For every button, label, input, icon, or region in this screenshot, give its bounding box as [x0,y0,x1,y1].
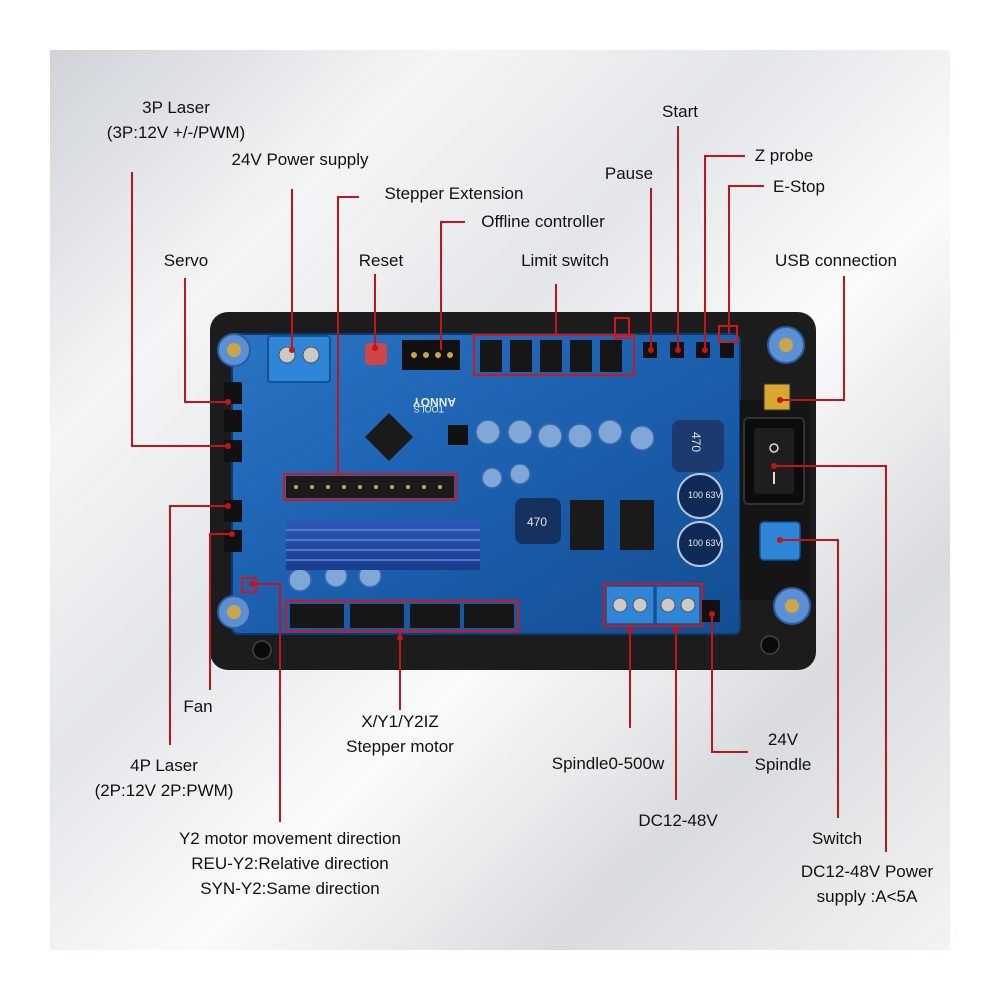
label-dc-12-48v: DC12-48V [638,811,718,830]
bulk-capacitor-2: 100 63V [677,521,723,567]
label-fan: Fan [183,697,212,716]
reset-button-part [365,343,387,365]
label-3p-laser-line1: 3P Laser [142,98,210,117]
heatsink [286,520,480,570]
svg-text:100 63V: 100 63V [688,538,722,548]
label-y2-direction-line3: SYN-Y2:Same direction [200,879,380,898]
inductor-mid-label: 470 [527,515,547,529]
power-switch-part [743,417,805,505]
label-4p-laser-line2: (2P:12V 2P:PWM) [95,781,234,800]
stepper-extension-headers [286,476,454,498]
label-y2-direction-line1: Y2 motor movement direction [179,829,401,848]
inductor-mid [515,498,561,544]
limit-switch-connectors [480,340,622,372]
dc-input-terminal [655,585,701,625]
labels: 3P Laser (3P:12V +/-/PWM) 24V Power supp… [95,98,934,906]
label-dc-power-line2: supply :A<5A [817,887,918,906]
leader-lines [131,126,887,852]
controller-board: ANNOY TOOLS 470 100 63V 100 63V 470 [210,312,816,670]
brand-logo-1: ANNOY [413,395,456,409]
label-start: Start [662,102,698,121]
label-reset: Reset [359,251,404,270]
label-servo: Servo [164,251,208,270]
label-stepper-motor-line2: Stepper motor [346,737,454,756]
label-switch: Switch [812,829,862,848]
brand-logo-2: TOOLS [414,404,444,414]
stepper-motor-connectors [290,604,514,628]
inductor-top [672,420,724,472]
label-stepper-motor-line1: X/Y1/Y2IZ [361,712,438,731]
label-offline-controller: Offline controller [481,212,605,231]
label-24v-spindle-line1: 24V [768,730,799,749]
mcu-chip [364,412,414,462]
label-y2-direction-line2: REU-Y2:Relative direction [191,854,388,873]
label-dc-power-line1: DC12-48V Power [801,862,934,881]
label-3p-laser-line2: (3P:12V +/-/PWM) [107,123,245,142]
label-pause: Pause [605,164,653,183]
label-24v-spindle-line2: Spindle [755,755,812,774]
limit-switch-highlight [473,334,635,376]
label-usb-connection: USB connection [775,251,897,270]
spindle-terminal [605,585,655,625]
label-limit-switch: Limit switch [521,251,609,270]
label-e-stop: E-Stop [773,177,825,196]
label-24v-power-supply: 24V Power supply [231,150,369,169]
label-4p-laser-line1: 4P Laser [130,756,198,775]
svg-text:100 63V: 100 63V [688,490,722,500]
label-stepper-extension: Stepper Extension [385,184,524,203]
spindle-24v-connector [702,600,720,622]
inductor-top-label: 470 [689,432,703,452]
label-spindle-500w: Spindle0-500w [552,754,665,773]
label-z-probe: Z probe [755,146,814,165]
stepper-motor-highlight [285,600,519,632]
power-24v-terminal [267,335,331,383]
bulk-capacitor-1: 100 63V [677,473,723,519]
capacitors [288,419,655,592]
usb-port [763,383,791,411]
